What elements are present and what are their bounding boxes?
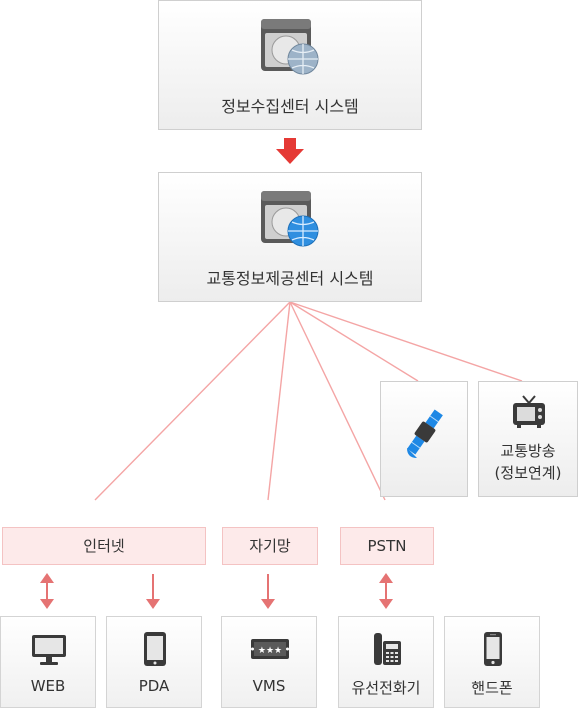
web-label: WEB (30, 677, 66, 695)
mobile-label: 핸드폰 (471, 679, 513, 697)
internet-network: 인터넷 (2, 527, 206, 565)
tv-icon (513, 395, 545, 428)
traffic-info-system-label: 교통정보제공센터 시스템 (206, 269, 374, 288)
red-down-arrow (276, 138, 304, 164)
arrow-internet-pda (146, 574, 160, 609)
mobile-device: 핸드폰 (444, 616, 540, 708)
pstn-network: PSTN (340, 527, 434, 565)
monitor-icon (32, 635, 66, 665)
satellite-icon (407, 409, 443, 458)
satellite-box (380, 381, 468, 497)
vms-sign-icon: ★★★ (251, 639, 289, 659)
landline-device: 유선전화기 (338, 616, 434, 708)
server-globe-icon (261, 191, 319, 247)
magnetic-network: 자기망 (222, 527, 318, 565)
traffic-info-system-box: 교통정보제공센터 시스템 (158, 172, 422, 302)
vms-device: ★★★ VMS (221, 616, 317, 708)
desk-phone-icon (374, 633, 401, 665)
web-device: WEB (0, 616, 96, 708)
broadcast-label-line2: (정보연계) (494, 464, 562, 482)
info-collection-system-box: 정보수집센터 시스템 (158, 0, 422, 130)
line-to-pstn (289, 301, 386, 501)
line-to-satellite (289, 301, 419, 382)
broadcast-label-line1: 교통방송 (500, 442, 556, 460)
line-to-magnetic (267, 301, 291, 501)
svg-text:★★★: ★★★ (258, 646, 282, 656)
landline-label: 유선전화기 (351, 679, 421, 697)
tablet-icon (144, 632, 166, 666)
pda-label: PDA (138, 677, 170, 695)
pda-device: PDA (106, 616, 202, 708)
server-globe-icon (261, 19, 319, 75)
vms-label: VMS (252, 677, 286, 695)
line-to-internet (94, 301, 291, 501)
arrow-internet-web (40, 573, 54, 609)
smartphone-icon (484, 632, 502, 666)
info-collection-system-label: 정보수집센터 시스템 (221, 97, 359, 116)
line-to-broadcast (289, 301, 523, 382)
broadcast-box: 교통방송 (정보연계) (478, 381, 578, 497)
arrow-pstn-landline (379, 573, 393, 609)
arrow-magnetic-vms (261, 574, 275, 609)
